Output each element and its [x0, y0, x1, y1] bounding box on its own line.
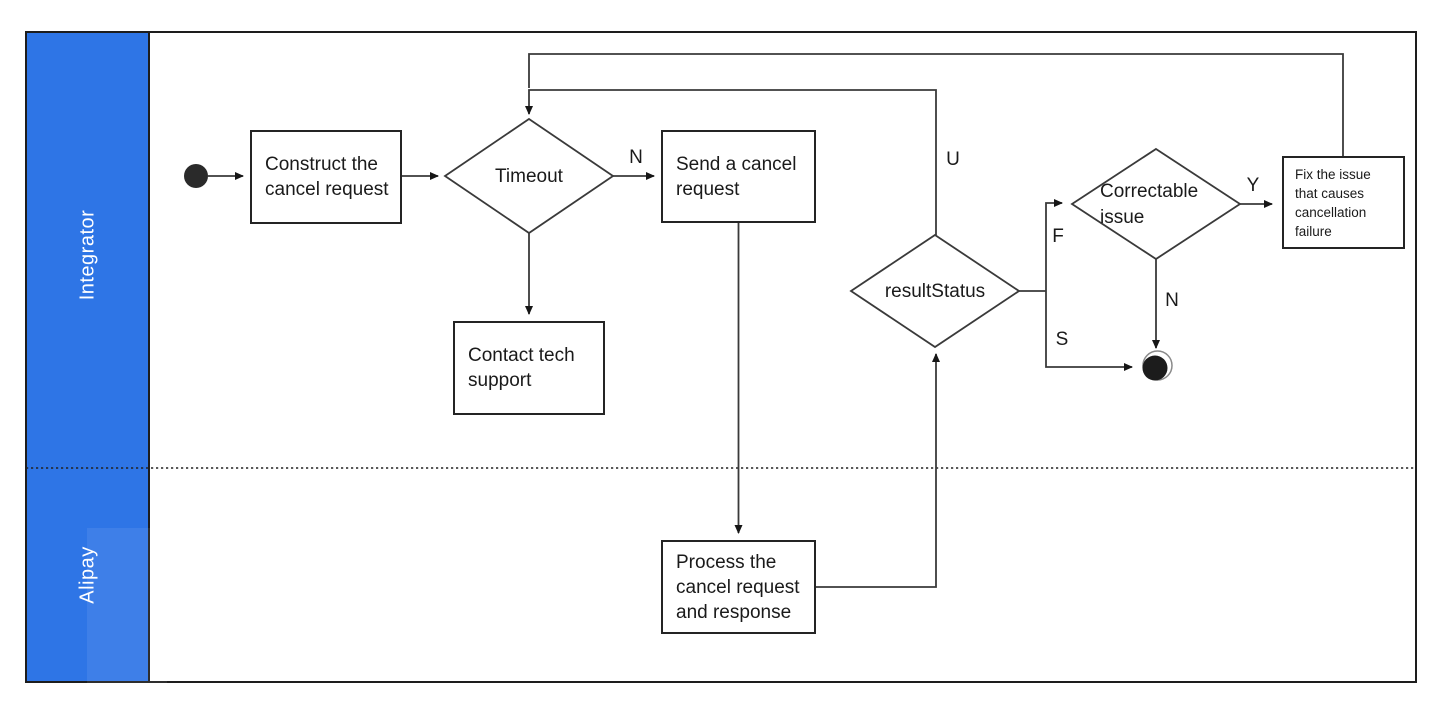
correctable-issue-label: Correctable issue [1100, 179, 1198, 231]
send-cancel-request-box: Send a cancel request [661, 130, 816, 223]
edge-resultstatus-success-to-end [1045, 291, 1133, 371]
send-line-1: Send a cancel [676, 153, 797, 175]
contact-tech-support-box: Contact tech support [453, 321, 605, 415]
alipay-lane-highlight [87, 528, 167, 701]
process-line-3: and response [676, 601, 792, 623]
contact-line-2: support [468, 370, 532, 391]
branch-label-timeout-no: N [629, 147, 643, 168]
end-node-circle [1142, 355, 1168, 381]
edge-process-to-resultstatus [816, 353, 940, 588]
edge-resultstatus-fail-to-correctable [1045, 199, 1063, 291]
start-node-circle [184, 164, 208, 188]
construct-cancel-request-box: Construct the cancel request [250, 130, 402, 224]
resultstatus-label: resultStatus [884, 281, 986, 302]
fix-line-2: that causes [1295, 185, 1365, 201]
process-line-1: Process the [676, 551, 777, 573]
branch-label-result-unknown: U [946, 149, 960, 170]
fix-issue-box: Fix the issue that causes cancellation f… [1282, 156, 1405, 249]
process-line-2: cancel request [676, 576, 800, 598]
branch-label-correctable-yes: Y [1246, 175, 1260, 196]
fix-line-1: Fix the issue [1295, 166, 1371, 182]
send-line-2: request [676, 178, 740, 200]
timeout-decision-diamond [443, 117, 615, 235]
branch-label-result-fail: F [1052, 226, 1064, 247]
process-cancel-request-box: Process the cancel request and response [661, 540, 816, 634]
construct-line-2: cancel request [265, 179, 389, 200]
correctable-decision-diamond [1070, 147, 1242, 261]
branch-label-correctable-no: N [1165, 290, 1179, 311]
correctable-line-2: issue [1100, 207, 1145, 228]
branch-label-result-success: S [1055, 329, 1069, 350]
timeout-label: Timeout [495, 166, 563, 187]
edge-fix-loop-to-timeout [528, 53, 1344, 156]
correctable-line-1: Correctable [1100, 181, 1199, 202]
lane-label-column [25, 31, 167, 701]
resultstatus-decision-diamond [849, 233, 1021, 349]
edge-resultstatus-unknown-loop-to-timeout [525, 89, 937, 235]
contact-line-1: Contact tech [468, 345, 575, 366]
fix-line-3: cancellation [1295, 204, 1367, 220]
construct-line-1: Construct the [265, 154, 378, 175]
fix-line-4: failure [1295, 223, 1332, 239]
